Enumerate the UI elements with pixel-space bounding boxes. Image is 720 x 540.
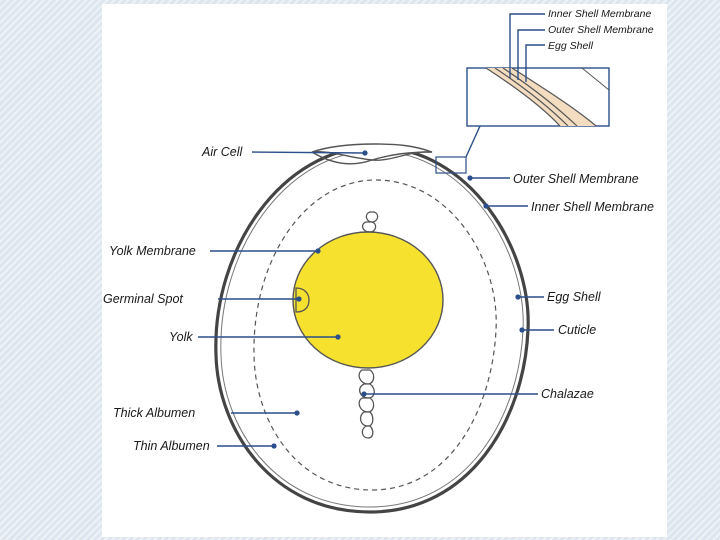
label-egg-shell-top: Egg Shell	[548, 40, 594, 52]
label-outer-shell-membrane-top: Outer Shell Membrane	[548, 24, 654, 36]
label-inner-shell-membrane-top: Inner Shell Membrane	[548, 8, 651, 20]
label-outer-shell-membrane: Outer Shell Membrane	[513, 172, 639, 186]
label-thin-albumen: Thin Albumen	[133, 439, 210, 453]
label-chalazae: Chalazae	[541, 387, 594, 401]
label-air-cell: Air Cell	[201, 145, 244, 159]
shell-inset	[436, 68, 609, 173]
label-thick-albumen: Thick Albumen	[113, 406, 195, 420]
label-yolk-membrane: Yolk Membrane	[109, 244, 196, 258]
chalaza-bottom	[359, 370, 374, 438]
label-inner-shell-membrane: Inner Shell Membrane	[531, 200, 654, 214]
label-germinal-spot: Germinal Spot	[103, 292, 183, 306]
label-egg-shell: Egg Shell	[547, 290, 602, 304]
label-cuticle: Cuticle	[558, 323, 596, 337]
label-yolk: Yolk	[169, 330, 193, 344]
yolk	[293, 232, 443, 368]
